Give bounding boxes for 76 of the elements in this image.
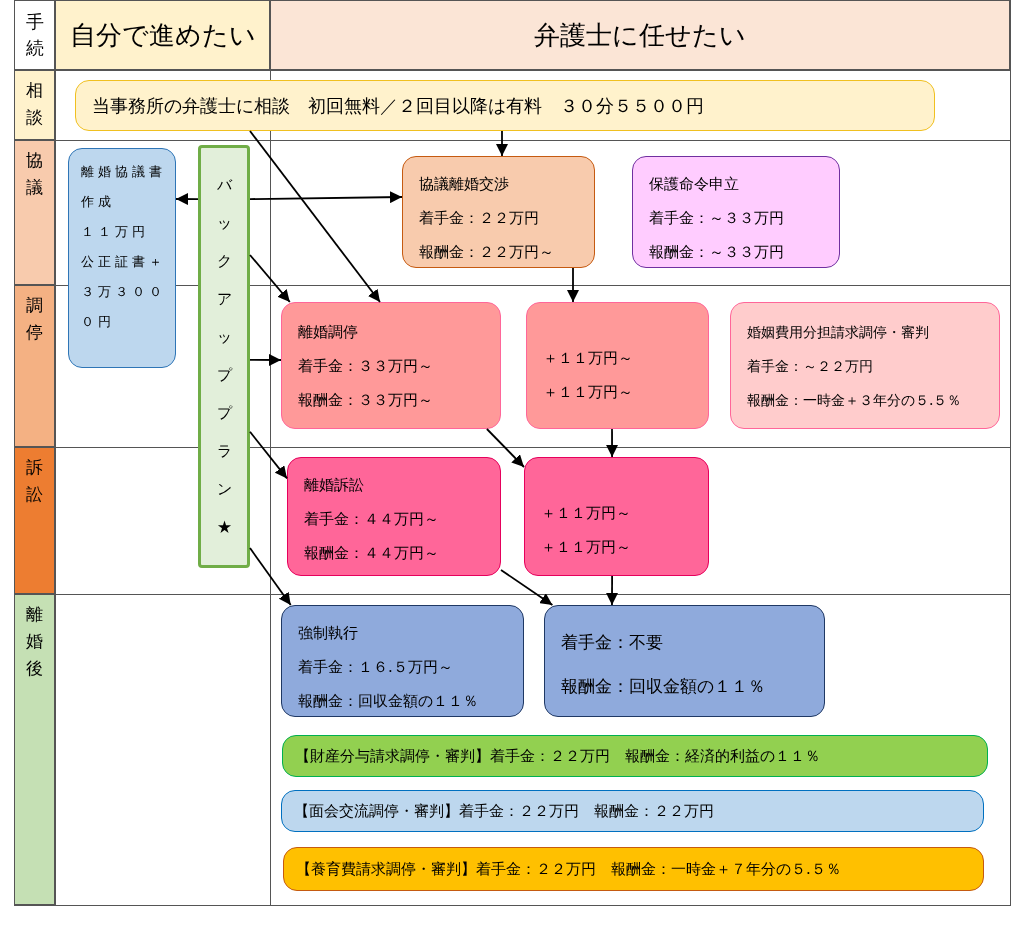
fee-box	[544, 605, 825, 717]
fee-text: ＋１１万円～	[543, 382, 634, 403]
box-heading: 協議離婚交渉	[419, 174, 510, 195]
row-heading: 相談	[25, 79, 44, 129]
arrow	[496, 130, 508, 157]
fee-bar	[282, 735, 988, 777]
fee-text: 報酬金：２２万円～	[419, 242, 555, 263]
fee-text: 報酬金：回収金額の１１％	[561, 675, 766, 698]
arrow	[606, 575, 619, 606]
fee-text: 着手金：３３万円～	[298, 356, 434, 377]
row-band	[14, 140, 55, 285]
arrow	[606, 428, 619, 458]
arrow	[249, 547, 292, 606]
row-heading: 訴訟	[25, 456, 44, 506]
fee-text: 着手金：４４万円～	[304, 509, 440, 530]
fee-box	[281, 302, 501, 429]
column-heading: 自分で進めたい	[69, 18, 256, 52]
fee-box	[402, 156, 595, 268]
fee-text: 報酬金：一時金＋３年分の５.５％	[747, 391, 963, 410]
fee-text: 報酬金：４４万円～	[304, 543, 440, 564]
fee-bar	[281, 790, 984, 832]
fee-box	[526, 302, 709, 429]
consultation-text: 当事務所の弁護士に相談 初回無料／２回目以降は有料 ３０分５５００円	[92, 94, 705, 118]
fee-text: 公正証書＋３万３０００円	[81, 253, 167, 331]
arrow	[175, 193, 199, 206]
box-heading: 強制執行	[298, 623, 359, 644]
arrow	[249, 430, 288, 480]
box-heading: 離婚協議書作成	[81, 163, 167, 211]
arrow	[486, 428, 525, 468]
fee-text: 【養育費請求調停・審判】着手金：２２万円 報酬金：一時金＋７年分の５.５％	[296, 859, 842, 880]
fee-text: 報酬金：～３３万円	[649, 242, 785, 263]
row-heading: 協議	[25, 149, 44, 199]
fee-text: 着手金：不要	[561, 631, 664, 654]
fee-bar	[283, 847, 984, 891]
row-band	[14, 285, 55, 447]
column-heading: 手続	[24, 10, 45, 60]
arrow	[500, 569, 554, 606]
fee-text: 着手金：～３３万円	[649, 208, 785, 229]
fee-box	[524, 457, 709, 576]
row-heading: 調停	[25, 294, 44, 344]
row-band	[14, 447, 55, 594]
row-band	[14, 594, 55, 905]
box-heading: 離婚調停	[298, 322, 359, 343]
row-heading: 離婚後	[25, 603, 44, 680]
header-cell	[14, 0, 55, 70]
fee-text: 【財産分与請求調停・審判】着手金：２２万円 報酬金：経済的利益の１１％	[295, 746, 821, 767]
fee-box	[68, 148, 176, 368]
fee-text: 着手金：～２２万円	[747, 357, 874, 376]
fee-text: 報酬金：回収金額の１１％	[298, 691, 479, 712]
fee-box	[281, 605, 524, 717]
header-cell	[270, 0, 1010, 70]
arrow	[249, 254, 291, 303]
plan-name: バックアッププラン★	[215, 175, 233, 538]
fee-box	[632, 156, 840, 268]
fee-text: 着手金：２２万円	[419, 208, 540, 229]
fee-box	[730, 302, 1000, 429]
header-cell	[55, 0, 270, 70]
arrow	[249, 353, 282, 366]
arrow	[567, 267, 579, 303]
arrow	[249, 191, 403, 204]
fee-text: 【面会交流調停・審判】着手金：２２万円 報酬金：２２万円	[294, 801, 715, 822]
fee-text: 着手金：１６.５万円～	[298, 657, 454, 678]
fee-text: １１万円	[81, 223, 150, 241]
arrow	[249, 130, 381, 303]
fee-text: ＋１１万円～	[541, 503, 632, 524]
row-band	[14, 70, 55, 140]
column-heading: 弁護士に任せたい	[534, 18, 746, 52]
fee-box	[287, 457, 501, 576]
fee-text: 報酬金：３３万円～	[298, 390, 434, 411]
fee-text: ＋１１万円～	[543, 348, 634, 369]
consultation-box	[75, 80, 935, 131]
box-heading: 離婚訴訟	[304, 475, 365, 496]
plan-bar	[198, 145, 250, 568]
box-heading: 保護命令申立	[649, 174, 740, 195]
fee-text: ＋１１万円～	[541, 537, 632, 558]
box-heading: 婚姻費用分担請求調停・審判	[747, 323, 930, 342]
